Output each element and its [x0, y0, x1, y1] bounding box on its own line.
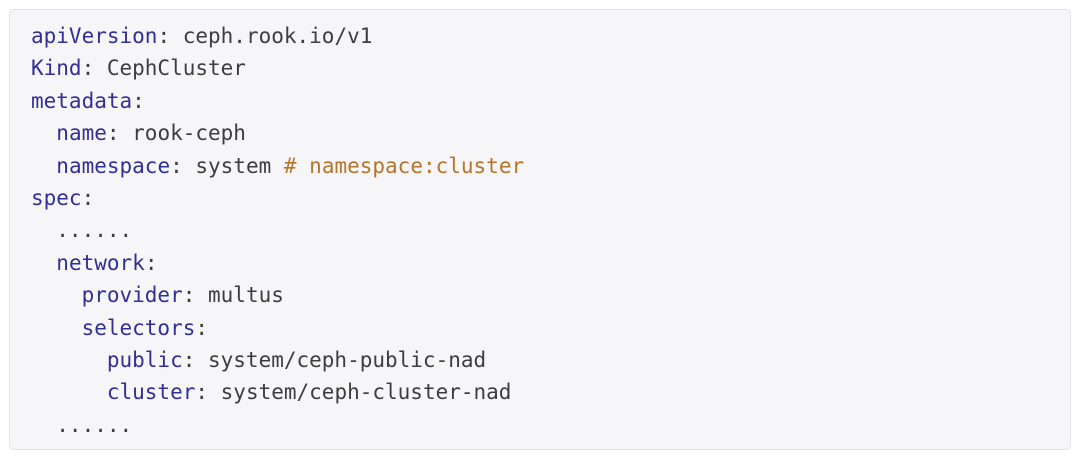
code-line: name: rook-ceph — [31, 117, 1054, 149]
code-line: provider: multus — [31, 279, 1054, 311]
code-token-plain — [31, 121, 56, 145]
code-token-plain: : system/ceph-cluster-nad — [195, 380, 512, 405]
code-line: network: — [31, 247, 1054, 279]
code-token-comment: # namespace:cluster — [283, 153, 525, 178]
code-token-key: name — [56, 121, 107, 146]
code-line: apiVersion: ceph.rook.io/v1 — [31, 20, 1054, 52]
code-token-plain: : system/ceph-public-nad — [182, 347, 487, 372]
code-line: Kind: CephCluster — [31, 52, 1054, 84]
code-token-key: cluster — [106, 380, 196, 405]
code-line: ...... — [31, 214, 1054, 246]
code-token-plain: : multus — [182, 283, 284, 308]
code-line: spec: — [31, 182, 1054, 214]
code-line: cluster: system/ceph-cluster-nad — [31, 376, 1054, 408]
code-token-key: provider — [81, 283, 183, 308]
code-token-plain: : — [144, 250, 158, 275]
code-token-key: spec — [31, 185, 82, 210]
code-token-key: selectors — [81, 315, 196, 340]
code-token-key: Kind — [31, 56, 82, 81]
code-token-key: network — [56, 250, 145, 275]
code-line: public: system/ceph-public-nad — [31, 344, 1054, 376]
code-line: selectors: — [31, 312, 1054, 344]
code-line: metadata: — [31, 85, 1054, 117]
code-token-plain — [31, 380, 107, 404]
code-token-key: metadata — [31, 88, 133, 113]
code-token-key: apiVersion — [31, 24, 158, 48]
code-line: ...... — [31, 409, 1054, 441]
code-token-plain — [31, 154, 56, 178]
code-token-plain — [31, 316, 82, 340]
code-line: namespace: system # namespace:cluster — [31, 150, 1054, 182]
code-token-plain: : CephCluster — [81, 56, 246, 81]
code-token-plain: : — [195, 315, 209, 340]
code-token-plain — [31, 251, 56, 275]
code-token-plain — [31, 348, 107, 372]
code-token-plain: : ceph.rook.io/v1 — [157, 24, 373, 48]
code-token-plain: : — [132, 88, 145, 113]
code-token-plain: : rook-ceph — [106, 121, 246, 146]
code-token-key: public — [106, 347, 183, 372]
code-token-plain — [31, 283, 82, 307]
code-token-key: namespace — [56, 153, 171, 178]
code-token-plain: ...... — [31, 412, 133, 437]
code-token-plain: ...... — [31, 218, 133, 243]
code-token-plain: : system — [170, 153, 284, 178]
code-token-plain: : — [81, 185, 95, 210]
